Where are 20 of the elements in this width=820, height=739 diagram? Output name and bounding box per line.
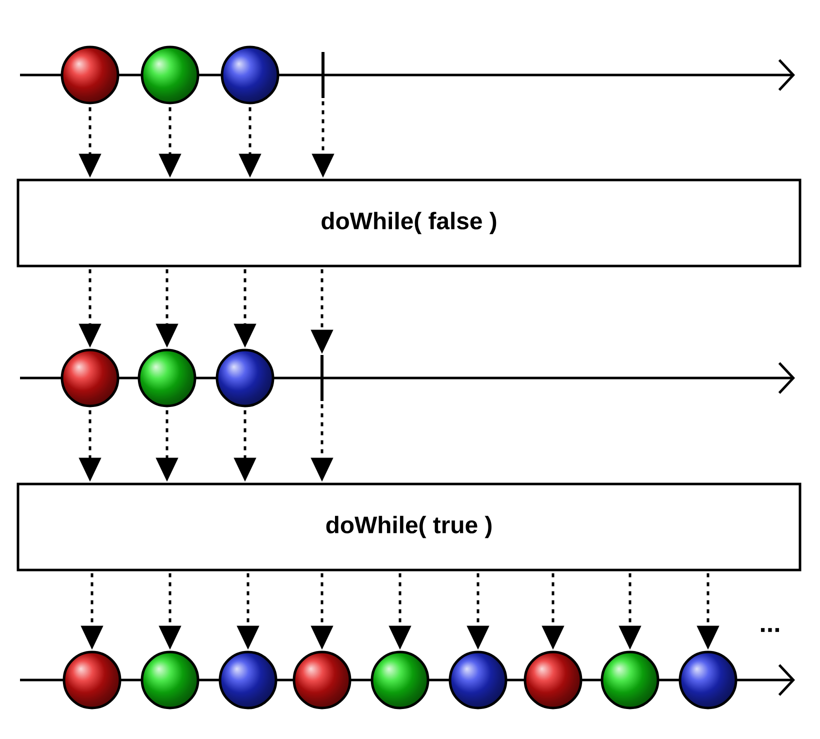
marble <box>448 650 508 710</box>
completion-bar <box>320 355 324 401</box>
operator-box: doWhile( true ) <box>16 482 802 572</box>
marble <box>370 650 430 710</box>
marble <box>678 650 738 710</box>
marble <box>600 650 660 710</box>
marble <box>218 650 278 710</box>
completion-bar <box>322 52 324 98</box>
marble <box>140 650 200 710</box>
marble <box>60 348 120 408</box>
marble <box>62 650 122 710</box>
marble <box>292 650 352 710</box>
operator-box: doWhile( false ) <box>16 178 802 268</box>
marble <box>60 46 120 104</box>
marble <box>220 46 280 104</box>
marble <box>138 348 196 408</box>
marble <box>140 46 200 104</box>
marble <box>524 650 582 710</box>
ellipsis: ... <box>760 628 780 632</box>
marble <box>216 348 274 408</box>
